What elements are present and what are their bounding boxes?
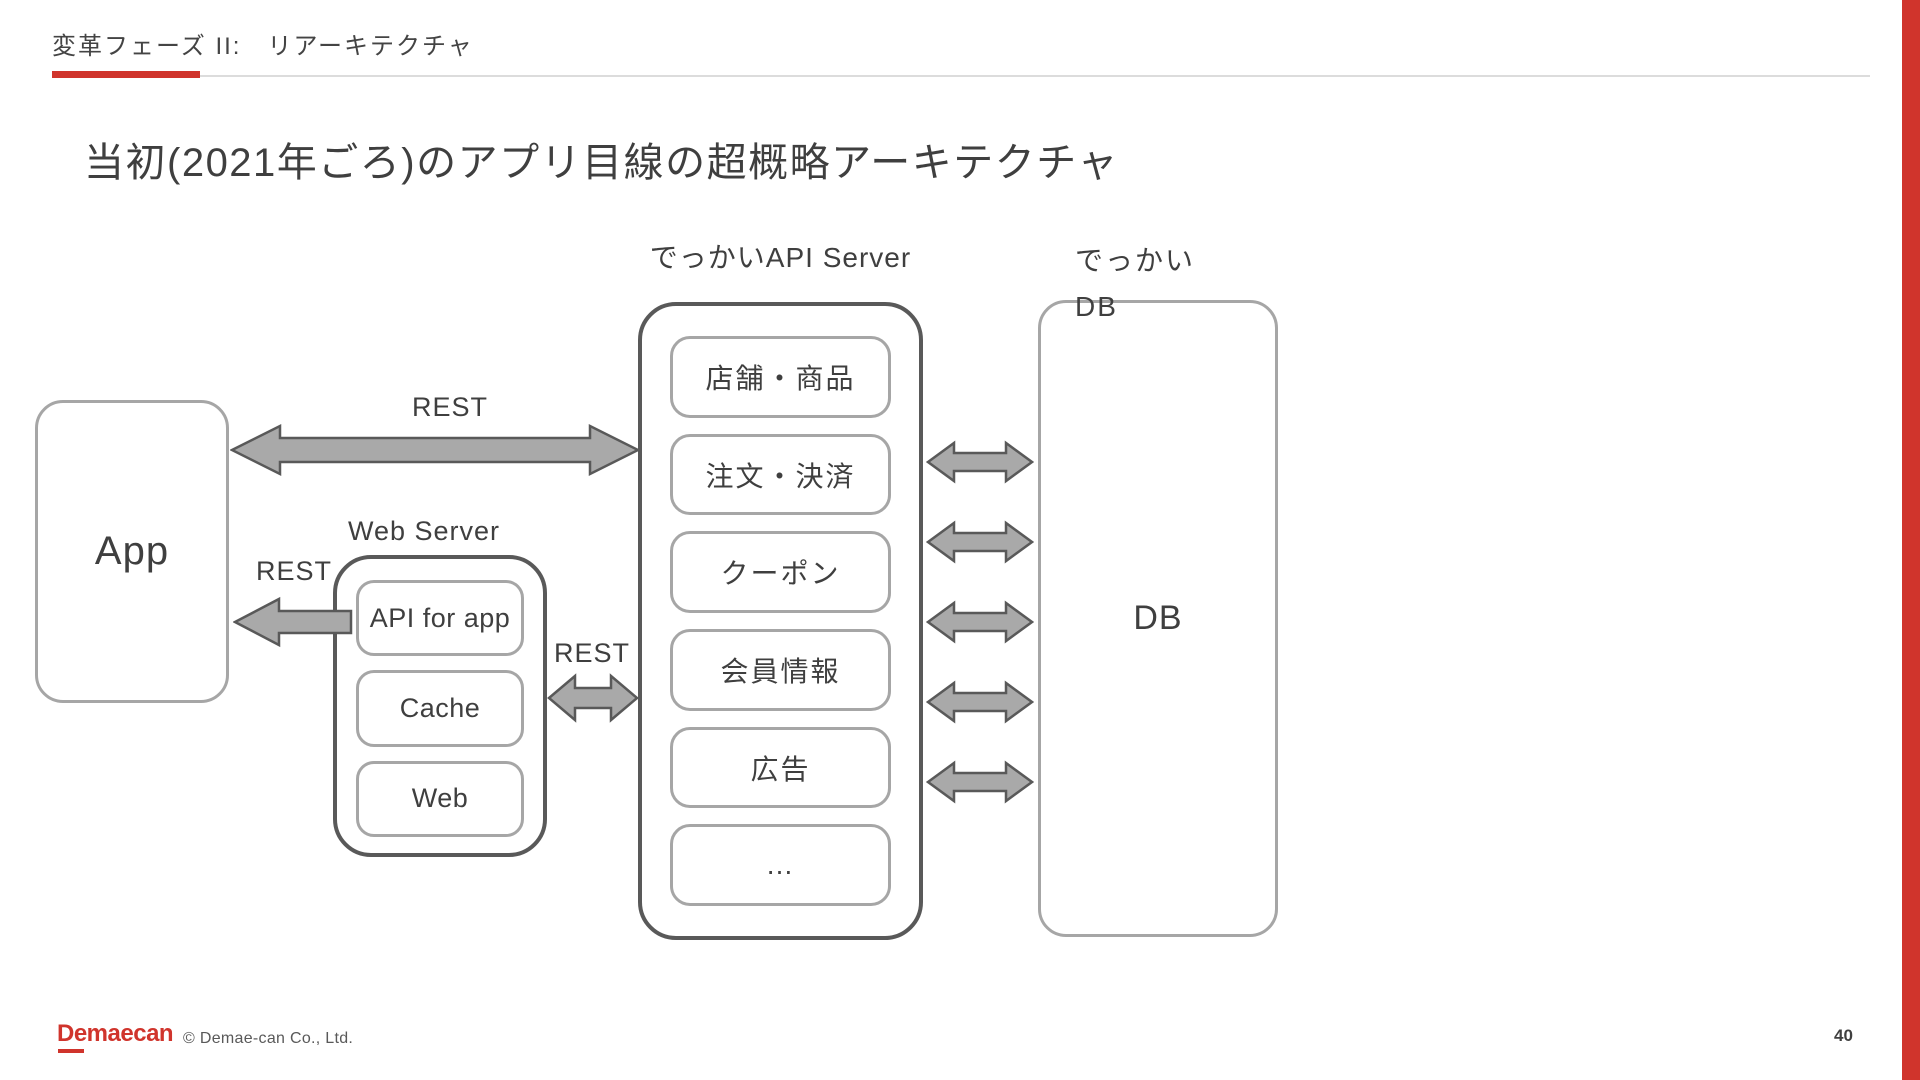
web-server-node: API for app Cache Web <box>333 555 547 857</box>
slide-title: 当初(2021年ごろ)のアプリ目線の超概略アーキテクチャ <box>84 141 1119 185</box>
app-node-label: App <box>94 529 170 573</box>
api-module-etc: … <box>670 824 891 907</box>
web-server-title: Web Server <box>348 516 501 546</box>
api-module-label: 会員情報 <box>720 655 841 687</box>
webserver-module-label: API for app <box>369 602 511 633</box>
api-module-label: クーポン <box>720 558 841 590</box>
double-arrow-icon <box>926 760 1034 804</box>
left-arrow-icon <box>233 596 353 648</box>
page-number: 40 <box>1834 1026 1853 1045</box>
api-module-label: 店舗・商品 <box>705 362 856 394</box>
db-caption-line1: でっかい <box>1075 245 1196 276</box>
webserver-module-api-for-app: API for app <box>356 580 524 657</box>
webserver-module-label: Cache <box>399 692 481 723</box>
rest-label-webserver-app: REST <box>256 556 333 586</box>
api-module-label: 広告 <box>750 753 811 785</box>
footer-copyright: © Demae-can Co., Ltd. <box>183 1030 354 1047</box>
double-arrow-icon <box>547 673 639 723</box>
db-caption-line2: DB <box>1075 291 1118 322</box>
app-node: App <box>35 400 229 703</box>
demaecan-logo: Demaecan <box>57 1020 174 1047</box>
double-arrow-icon <box>926 600 1034 644</box>
header-divider-line <box>52 75 1870 77</box>
api-server-title: でっかいAPI Server <box>649 242 912 273</box>
api-module-store-product: 店舗・商品 <box>670 336 891 418</box>
webserver-module-label: Web <box>411 783 469 814</box>
webserver-module-web: Web <box>356 760 524 837</box>
api-server-node: 店舗・商品 注文・決済 クーポン 会員情報 広告 … <box>638 302 923 940</box>
api-module-ads: 広告 <box>670 726 891 809</box>
db-caption: でっかい DB <box>1075 238 1195 330</box>
double-arrow-icon <box>926 440 1034 484</box>
rest-label-webserver-api: REST <box>554 638 631 668</box>
webserver-module-cache: Cache <box>356 670 524 747</box>
double-arrow-icon <box>230 423 640 477</box>
header-divider-accent <box>52 71 200 78</box>
db-node: DB <box>1038 300 1278 937</box>
api-module-label: 注文・決済 <box>705 460 856 492</box>
header-kicker: 変革フェーズ II: リアーキテクチャ <box>52 33 474 60</box>
double-arrow-icon <box>926 520 1034 564</box>
rest-label-app-api: REST <box>412 392 489 422</box>
api-module-member-info: 会員情報 <box>670 629 891 711</box>
api-module-coupon: クーポン <box>670 531 891 614</box>
api-module-label: … <box>765 849 796 881</box>
db-node-label: DB <box>1133 599 1183 637</box>
api-module-order-payment: 注文・決済 <box>670 433 891 516</box>
right-accent-bar <box>1902 0 1920 1080</box>
demaecan-logo-underline <box>58 1049 84 1053</box>
double-arrow-icon <box>926 680 1034 724</box>
